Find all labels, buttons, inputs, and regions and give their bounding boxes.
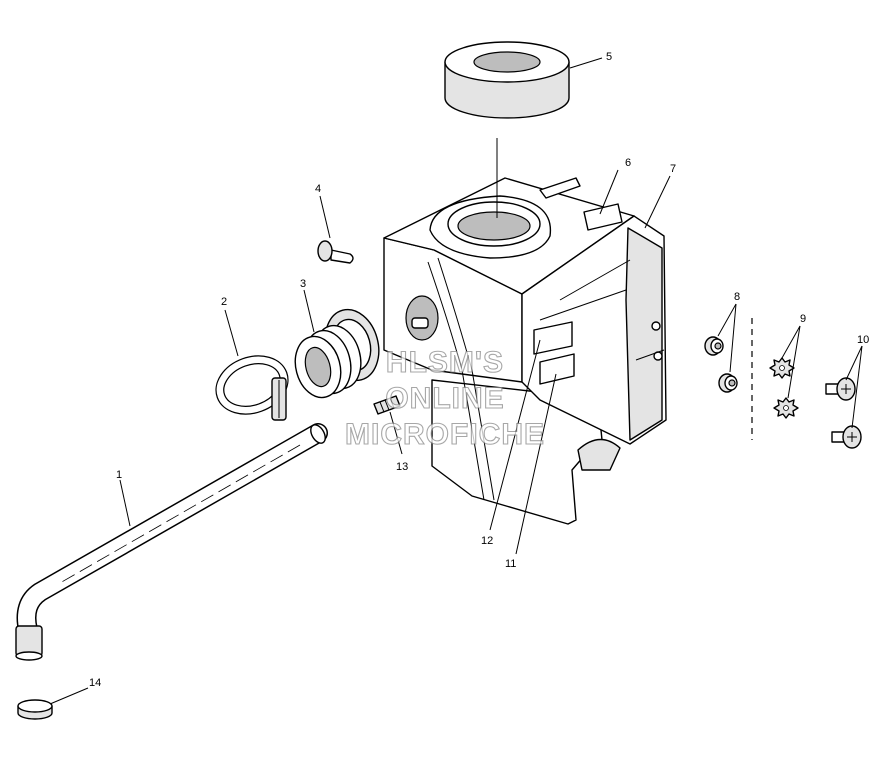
callout-14: 14 [89, 677, 101, 689]
callout-10: 10 [857, 334, 869, 346]
part-8-grommets [704, 336, 738, 393]
callout-5: 5 [606, 51, 612, 63]
callout-2: 2 [221, 296, 227, 308]
callout-8: 8 [734, 291, 740, 303]
callout-3: 3 [300, 278, 306, 290]
callout-6: 6 [625, 157, 631, 169]
part-9-star-washers [769, 357, 799, 419]
callout-12: 12 [481, 535, 493, 547]
part-10-screws [825, 377, 862, 449]
leader-lines [49, 57, 863, 705]
watermark-line-2: ONLINE [385, 382, 504, 415]
callout-13: 13 [396, 461, 408, 473]
callout-7: 7 [670, 163, 676, 175]
part-5-filter-element [444, 41, 570, 119]
part-13-stud [373, 395, 401, 415]
airbox-housing [383, 177, 667, 525]
part-3-intake-boot [294, 308, 380, 399]
watermark: HLSM'S ONLINE MICROFICHE [344, 345, 545, 451]
part-4-bolt [317, 240, 354, 264]
callout-4: 4 [315, 183, 321, 195]
watermark-line-3: MICROFICHE [345, 418, 545, 451]
part-2-hose-clamp [215, 355, 289, 421]
watermark-line-1: HLSM'S [386, 346, 504, 379]
callout-11: 11 [505, 558, 516, 570]
part-14-hose-cap [17, 699, 53, 720]
part-1-drain-hose [15, 423, 328, 661]
callout-1: 1 [116, 469, 122, 481]
callout-labels: 1 2 3 4 5 6 7 8 9 10 11 12 13 14 [89, 51, 869, 689]
callout-9: 9 [800, 313, 806, 325]
